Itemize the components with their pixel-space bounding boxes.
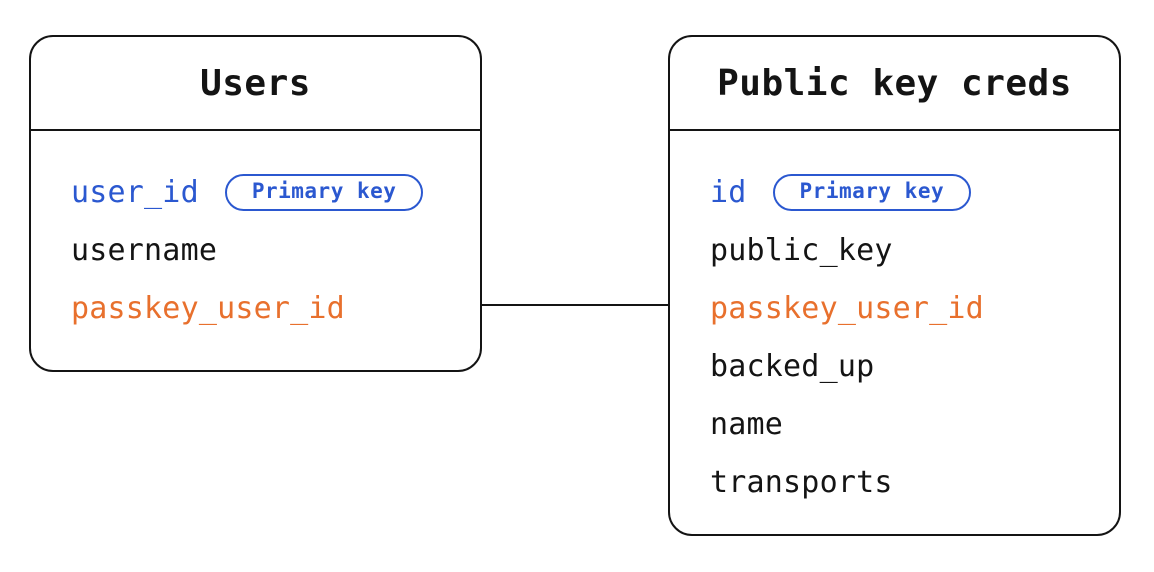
field-row-transports: transports — [710, 453, 1079, 511]
field-name-public_key: public_key — [710, 232, 893, 268]
table-users-header: Users — [31, 37, 480, 131]
field-name-username: username — [71, 232, 218, 268]
table-public-key-creds-title: Public key creds — [717, 62, 1072, 104]
field-row-passkey_user_id: passkey_user_id — [710, 279, 1079, 337]
primary-key-badge: Primary key — [224, 173, 424, 211]
field-row-passkey_user_id: passkey_user_id — [71, 279, 440, 337]
field-name-backed_up: backed_up — [710, 348, 875, 384]
field-row-id: id Primary key — [710, 163, 1079, 221]
relationship-line — [481, 304, 669, 306]
field-row-backed_up: backed_up — [710, 337, 1079, 395]
primary-key-badge: Primary key — [772, 173, 972, 211]
table-public-key-creds-header: Public key creds — [670, 37, 1119, 131]
field-row-name: name — [710, 395, 1079, 453]
field-row-public_key: public_key — [710, 221, 1079, 279]
field-name-transports: transports — [710, 464, 893, 500]
field-name-passkey_user_id: passkey_user_id — [710, 290, 984, 326]
field-row-user_id: user_id Primary key — [71, 163, 440, 221]
field-name-id: id — [710, 174, 747, 210]
field-name-passkey_user_id: passkey_user_id — [71, 290, 345, 326]
table-users-title: Users — [200, 62, 311, 104]
field-row-username: username — [71, 221, 440, 279]
field-name-name: name — [710, 406, 784, 442]
field-name-user_id: user_id — [71, 174, 199, 210]
table-public-key-creds: Public key creds id Primary key public_key… — [668, 35, 1121, 536]
